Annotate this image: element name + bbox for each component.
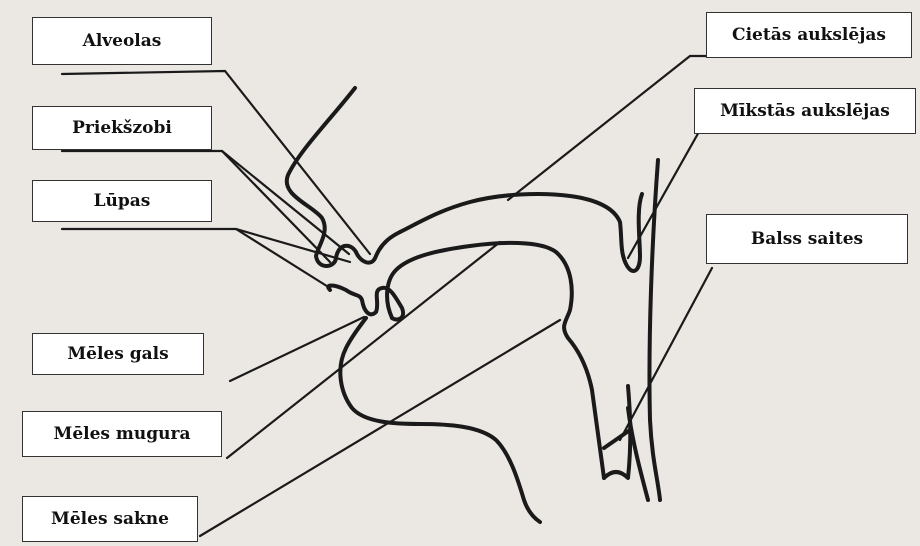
label-mikstas-aukslejas: Mīkstās aukslējas [694, 88, 916, 134]
label-cietas-aukslejas: Cietās aukslējas [706, 12, 912, 58]
label-meles-sakne: Mēles sakne [22, 496, 198, 542]
upper-lip-outline [287, 88, 356, 266]
label-balss-saites: Balss saites [706, 214, 908, 264]
leader-line-priekszobi-2 [222, 151, 330, 262]
label-meles-mugura: Mēles mugura [22, 411, 222, 457]
leader-line-meles-sakne [200, 320, 560, 536]
leader-line-cietas [508, 56, 712, 200]
label-meles-gals: Mēles gals [32, 333, 204, 375]
leader-line-balss [620, 268, 712, 440]
leader-line-lupas [62, 229, 350, 262]
tongue-outline [387, 243, 604, 478]
vocal-cord-mark [604, 430, 630, 448]
label-lupas: Lūpas [32, 180, 212, 222]
label-alveolas: Alveolas [32, 17, 212, 65]
jaw-outline [340, 318, 540, 522]
upper-teeth-outline [356, 232, 400, 263]
palate-outline [400, 194, 642, 271]
label-priekszobi: Priekšzobi [32, 106, 212, 150]
